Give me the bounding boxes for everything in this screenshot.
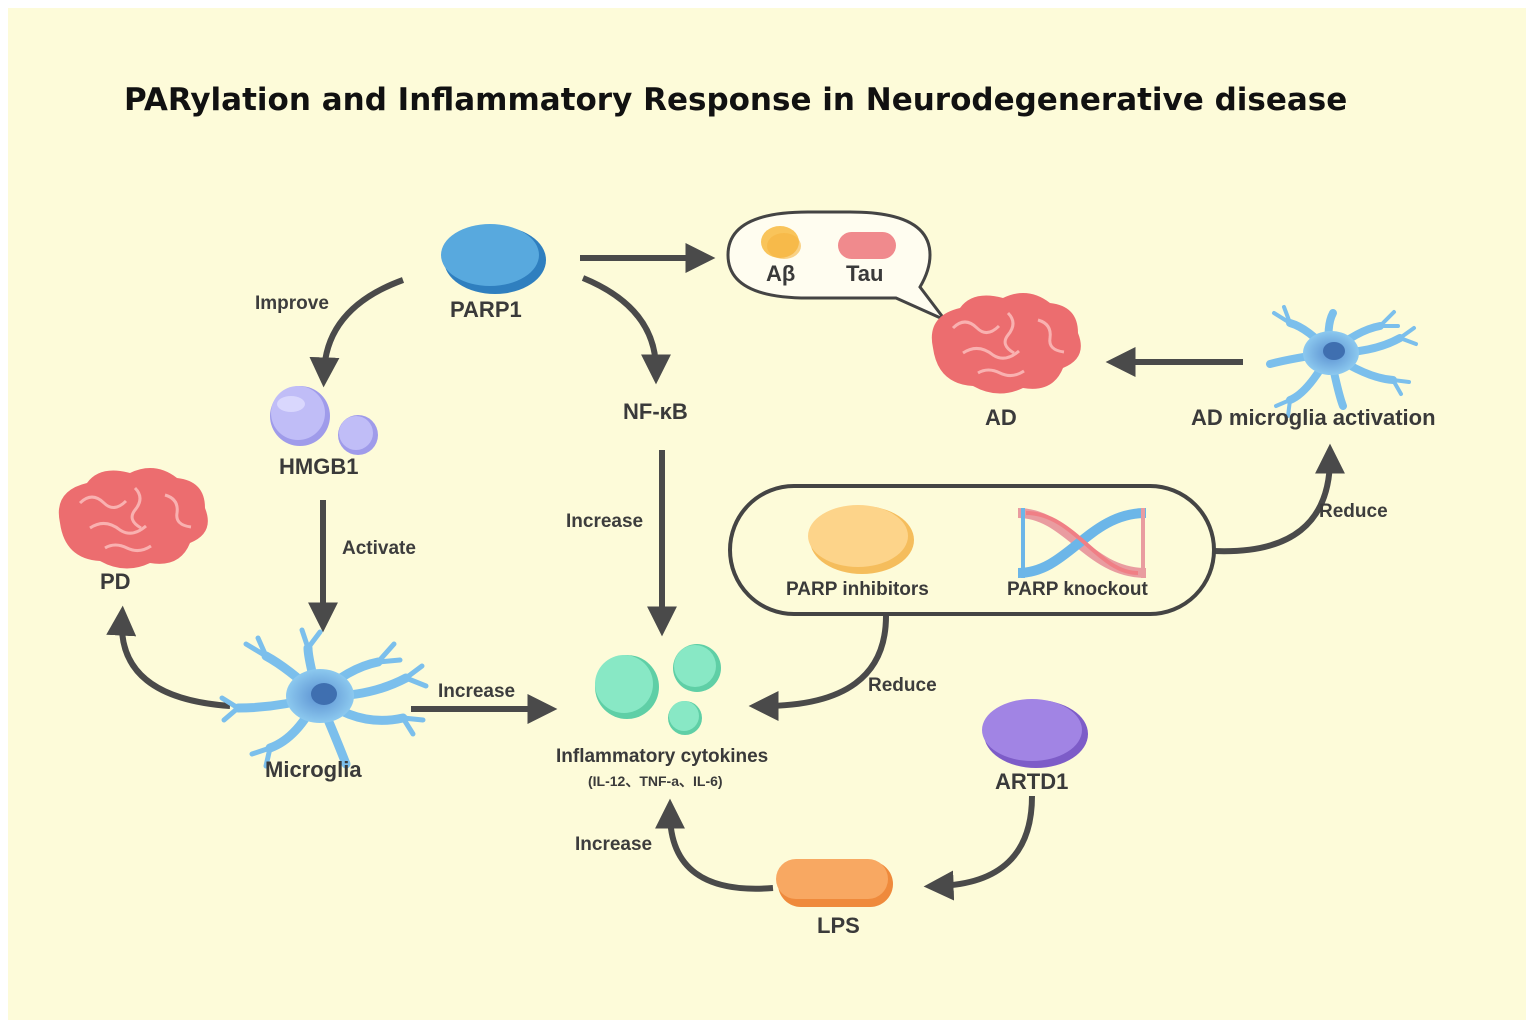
treatment-box <box>728 484 1216 616</box>
hmgb1-label: HMGB1 <box>279 454 359 479</box>
arrow-microglia-pd <box>106 605 231 709</box>
diagram-title: PARylation and Inflammatory Response in … <box>124 82 1348 118</box>
lps-icon <box>776 859 893 907</box>
lps-label: LPS <box>817 913 860 938</box>
artd1-label: ARTD1 <box>995 769 1069 794</box>
microglia-icon <box>219 627 429 769</box>
arrow-artd1-lps <box>923 795 1035 901</box>
arrow-lps-cytokines <box>655 798 774 892</box>
dna-icon <box>1017 508 1147 578</box>
arrow-inhibitor-cytokines <box>748 615 889 721</box>
edge-label-increase-microglia: Increase <box>438 681 516 702</box>
ad-microglia-label: AD microglia activation <box>1191 405 1436 430</box>
microglia-label: Microglia <box>265 757 362 782</box>
cytokines-list-label: (IL-12、TNF-a、IL-6) <box>588 773 723 789</box>
parp1-icon <box>441 224 546 294</box>
pd-label: PD <box>100 569 131 594</box>
edge-label-increase-nfkb: Increase <box>566 511 644 532</box>
parp-knockout-label: PARP knockout <box>1007 579 1148 600</box>
nfkb-label: NF-κB <box>623 399 688 424</box>
ad-label: AD <box>985 405 1017 430</box>
edge-label-reduce-ad: Reduce <box>1319 501 1388 522</box>
cytokines-icon <box>595 644 721 735</box>
arrow-parp1-nfkb <box>581 275 671 385</box>
tau-label: Tau <box>846 261 884 286</box>
brain-pd-icon <box>58 468 208 569</box>
cytokines-label: Inflammatory cytokines <box>556 746 769 767</box>
tau-icon <box>838 232 896 259</box>
parp1-label: PARP1 <box>450 297 522 322</box>
parp-inhibitors-label: PARP inhibitors <box>786 579 929 600</box>
diagram-graphics <box>58 210 1418 907</box>
ad-microglia-icon <box>1266 305 1418 418</box>
brain-ad-icon <box>931 293 1081 394</box>
speech-bubble <box>726 210 947 322</box>
arrow-parp1-hmgb1 <box>309 277 405 388</box>
parp-inhibitor-icon <box>808 505 914 574</box>
edge-label-increase-lps: Increase <box>575 834 653 855</box>
diagram-canvas: PARylation and Inflammatory Response in … <box>8 8 1526 1020</box>
artd1-icon <box>982 699 1088 768</box>
edge-label-improve: Improve <box>255 293 329 314</box>
edge-label-activate: Activate <box>342 538 416 559</box>
arrow-inhibitor-admicroglia <box>1212 443 1345 555</box>
abeta-label: Aβ <box>766 261 796 286</box>
hmgb1-icon <box>270 386 378 455</box>
edge-label-reduce-cytokines: Reduce <box>868 675 937 696</box>
